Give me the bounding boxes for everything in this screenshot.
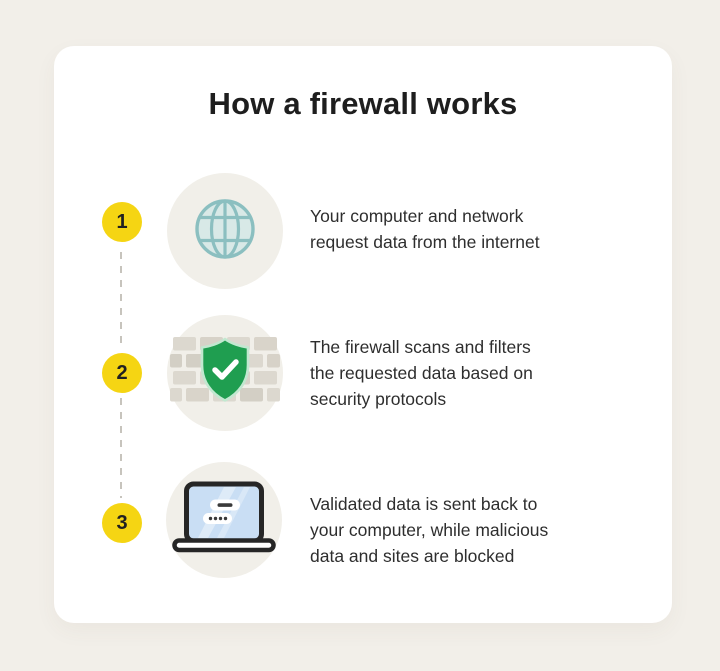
infographic-card: How a firewall works 1 2 3 xyxy=(54,46,672,623)
step-connector-line xyxy=(120,398,122,498)
firewall-shield-icon xyxy=(170,336,280,410)
step-1-icon-circle xyxy=(167,173,283,289)
step-3-line: data and sites are blocked xyxy=(310,546,515,566)
step-3-number: 3 xyxy=(116,511,128,534)
step-1-description: Your computer and network request data f… xyxy=(310,203,540,255)
page-title: How a firewall works xyxy=(208,86,518,121)
step-3-badge: 3 xyxy=(102,503,142,543)
step-3-description: Validated data is sent back to your comp… xyxy=(310,491,548,569)
step-connector-line xyxy=(120,252,122,345)
laptop-icon xyxy=(172,481,276,560)
step-2-line: security protocols xyxy=(310,389,447,409)
step-2-badge: 2 xyxy=(102,353,142,393)
globe-icon xyxy=(193,197,257,266)
step-2-line: The firewall scans and filters xyxy=(310,337,531,357)
step-3-line: your computer, while malicious xyxy=(310,520,549,540)
step-2-number: 2 xyxy=(116,361,128,384)
step-1-number: 1 xyxy=(116,210,128,233)
step-1-line: Your computer and network xyxy=(310,206,524,226)
step-1-line: request data from the internet xyxy=(310,232,540,252)
step-1-badge: 1 xyxy=(102,202,142,242)
step-2-icon-circle xyxy=(167,315,283,431)
step-2-line: the requested data based on xyxy=(310,363,533,383)
step-2-description: The firewall scans and filters the reque… xyxy=(310,334,533,412)
step-3-line: Validated data is sent back to xyxy=(310,494,538,514)
step-3-icon-circle xyxy=(166,462,282,578)
